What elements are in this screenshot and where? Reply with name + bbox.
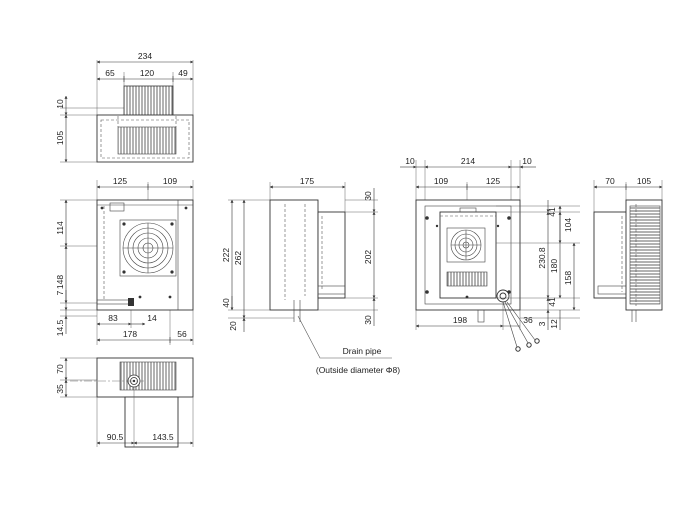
front-upper-height-label: 114: [55, 221, 65, 235]
rear-upper-height-label: 104: [563, 218, 573, 232]
rear-lower-height-label: 158: [563, 271, 573, 285]
side-gap-40-label: 40: [221, 298, 231, 308]
rear-bottom-margin-label: 41: [547, 297, 557, 307]
side-top-gap-label: 30: [363, 191, 373, 201]
side-height-overall-label: 262: [233, 251, 243, 265]
drain-pipe-fitting-icon: [96, 298, 134, 306]
top-fin-height-label: 10: [55, 99, 65, 109]
rear-inner-height-label: 180: [549, 259, 559, 273]
bottom-depth-back-label: 70: [55, 364, 65, 374]
drain-pipe-label: Drain pipe: [343, 346, 382, 356]
right-depth-right-label: 105: [637, 176, 651, 186]
drain-pipe-sub-label: (Outside diameter Φ8): [316, 365, 400, 375]
side-height-total-label: 222: [221, 248, 231, 262]
front-base-width-label: 178: [123, 329, 137, 339]
top-width-total-label: 234: [138, 51, 152, 61]
right-side-view: 70 105: [593, 176, 663, 322]
rear-width-total-label: 214: [461, 156, 475, 166]
rear-base-small-label: 3: [537, 321, 547, 326]
top-body-depth-label: 105: [55, 131, 65, 145]
rear-top-margin-label: 41: [547, 207, 557, 217]
right-side-back-block: [593, 211, 629, 299]
side-bottom-gap-label: 30: [363, 315, 373, 325]
front-body: [96, 199, 194, 311]
front-left-width-label: 125: [113, 176, 127, 186]
rear-right-width-label: 125: [486, 176, 500, 186]
rear-center-height-label: 230.8: [537, 247, 547, 269]
front-right-width-label: 109: [163, 176, 177, 186]
fan-grille-icon: [119, 219, 177, 277]
top-fin-block: [123, 85, 174, 117]
rear-base-right-label: 36: [523, 315, 533, 325]
side-mid-height-label: 202: [363, 250, 373, 264]
side-back-block: [317, 211, 346, 299]
side-base-flange: [317, 285, 346, 295]
bottom-fins: [119, 361, 177, 391]
top-fin-width-label: 120: [140, 68, 154, 78]
front-lower-height-label: 148: [55, 275, 65, 289]
bottom-view: 70 35 90.5 143.5: [55, 357, 194, 448]
rear-edge-left-label: 10: [405, 156, 415, 166]
side-view: 175 222 262 40 20 30 202 30 Drain: [221, 176, 400, 375]
rear-base-width-label: 198: [453, 315, 467, 325]
front-label-plate: [109, 202, 125, 212]
top-left-offset-label: 65: [105, 68, 115, 78]
bottom-left-width-label: 90.5: [107, 432, 124, 442]
front-view: 125 109 114 148 7 14.5 83 14 178 56: [55, 176, 194, 345]
rear-fan-grille-icon: [446, 227, 486, 263]
top-right-offset-label: 49: [178, 68, 188, 78]
rear-edge-right-label: 10: [522, 156, 532, 166]
front-pipe-x-label: 83: [108, 313, 118, 323]
right-depth-left-label: 70: [605, 176, 615, 186]
front-bottom-offset-label: 14.5: [55, 319, 65, 336]
rear-vent-fins: [446, 271, 488, 287]
right-side-fins: [629, 205, 661, 305]
bottom-right-width-label: 143.5: [152, 432, 174, 442]
side-gap-20-label: 20: [228, 321, 238, 331]
bottom-depth-front-label: 35: [55, 384, 65, 394]
top-body-fins: [117, 126, 177, 155]
side-width-label: 175: [300, 176, 314, 186]
drain-pipe-leader: [297, 315, 392, 359]
side-drain-pipe: [293, 300, 301, 322]
rear-base-small2-label: 12: [549, 319, 559, 329]
top-view: 234 65 120 49 10 105: [55, 51, 194, 163]
front-base-right-label: 56: [177, 329, 187, 339]
rear-left-width-label: 109: [434, 176, 448, 186]
rear-view: 10 214 10 109 125: [400, 156, 580, 352]
front-pipe-height-label: 7: [55, 290, 65, 295]
front-fitting-x-label: 14: [147, 313, 157, 323]
side-body: [269, 199, 319, 311]
